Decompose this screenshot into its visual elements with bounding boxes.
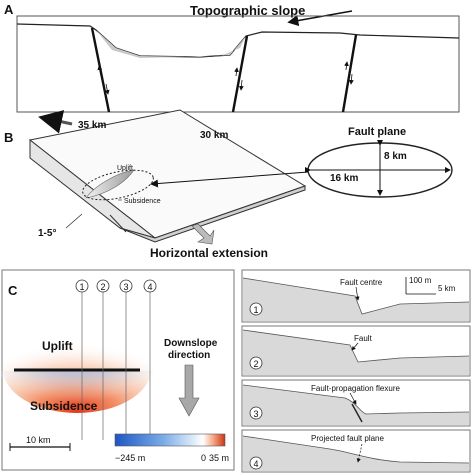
slope-angle-label: 1-5° (38, 228, 56, 239)
profile-3: Fault-propagation flexure 3 (241, 379, 471, 427)
extension-arrow (191, 223, 215, 245)
profile-marker-1: 1 (79, 282, 84, 292)
c-uplift-label: Uplift (42, 339, 73, 353)
profile-2-number: 2 (253, 359, 258, 369)
profile-3-number: 3 (253, 409, 258, 419)
profile-1: Fault centre 100 m 5 km 1 (241, 269, 471, 323)
fault-plane-height-label: 8 km (384, 151, 407, 162)
downslope-arrow (178, 364, 200, 417)
downslope-label-2: direction (168, 350, 210, 361)
b-uplift-label: Uplift (117, 165, 133, 172)
horizontal-extension-label: Horizontal extension (150, 246, 268, 260)
profile-2: Fault 2 (241, 325, 471, 377)
c-subsidence-label: Subsidence (30, 399, 98, 413)
fault-a-right (341, 34, 358, 113)
colorbar-zero-label: 0 (201, 453, 206, 463)
panel-a: A Topographic slope (4, 2, 460, 113)
angle-leader (65, 213, 83, 229)
downslope-label-1: Downslope (164, 338, 218, 349)
profile-scale-h: 5 km (438, 284, 456, 293)
basin-infill (96, 30, 246, 58)
profile-markers: 1 2 3 4 (75, 279, 157, 293)
profile-3-label: Fault-propagation flexure (311, 384, 400, 393)
dim-30km-label: 30 km (200, 130, 228, 141)
fault-plane-title: Fault plane (348, 126, 406, 138)
surface-profile (16, 23, 460, 58)
fault-plane-width-label: 16 km (330, 173, 358, 184)
profile-1-number: 1 (253, 305, 258, 315)
profile-4: Projected fault plane 4 (241, 429, 471, 473)
profile-4-number: 4 (253, 459, 258, 469)
profile-2-label: Fault (354, 334, 373, 343)
block-front-face (119, 185, 306, 243)
colorbar-min-label: −245 m (115, 453, 145, 463)
panel-c: C 1 2 3 4 Uplift Subsidence Downslope di… (1, 269, 235, 471)
dim-35km-label: 35 km (78, 120, 106, 131)
dim-35km-arrow (38, 110, 73, 134)
profile-marker-4: 4 (147, 282, 152, 292)
fault-plane-pointer (150, 171, 309, 188)
fault-a-center (231, 35, 249, 113)
block-base-edge (109, 214, 127, 233)
profile-marker-3: 3 (123, 282, 128, 292)
panel-b-letter: B (4, 130, 13, 145)
b-subsidence-label: Subsidence (124, 198, 161, 205)
profile-scale-v: 100 m (409, 276, 432, 285)
panel-a-frame (16, 15, 460, 113)
profile-4-label: Projected fault plane (311, 434, 384, 443)
panel-b: B Uplift Subsidence 35 km 30 km 1-5° Hor… (4, 109, 453, 260)
panel-c-letter: C (8, 283, 18, 298)
map-scalebar-label: 10 km (26, 435, 51, 445)
profile-lines (81, 292, 151, 440)
topographic-slope-label: Topographic slope (190, 3, 305, 18)
subsidence-field (1, 371, 153, 423)
colorbar-max-label: 35 m (209, 453, 229, 463)
slip-arrows (97, 61, 354, 95)
profile-1-label: Fault centre (340, 278, 383, 287)
profile-marker-2: 2 (100, 282, 105, 292)
panel-a-letter: A (4, 2, 14, 17)
deformation-ellipse (82, 169, 154, 201)
colorbar (114, 433, 226, 447)
profile-panels: Fault centre 100 m 5 km 1 Fault 2 Fault-… (241, 269, 471, 473)
